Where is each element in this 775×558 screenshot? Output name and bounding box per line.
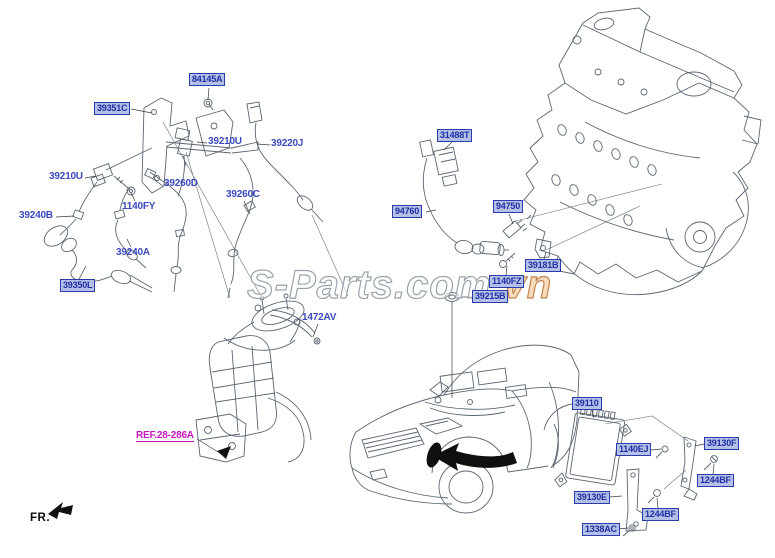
- part-label-31488t[interactable]: 31488T: [437, 129, 473, 142]
- location-mark: [426, 442, 442, 468]
- part-label-39130e[interactable]: 39130E: [574, 491, 610, 504]
- fr-arrow-icon: [48, 502, 73, 519]
- part-label-1140fy[interactable]: 1140FY: [122, 201, 156, 212]
- part-label-39210u-left[interactable]: 39210U: [49, 171, 83, 182]
- part-label-94760[interactable]: 94760: [392, 205, 423, 218]
- part-label-1244bf-lower[interactable]: 1244BF: [642, 508, 679, 521]
- construction-lines: [162, 121, 689, 490]
- part-label-39350l[interactable]: 39350L: [60, 279, 96, 292]
- engine-drawing: [523, 7, 762, 295]
- part-label-39240b[interactable]: 39240B: [19, 210, 53, 221]
- part-label-1140ej[interactable]: 1140EJ: [616, 443, 652, 456]
- part-label-39110[interactable]: 39110: [572, 397, 602, 410]
- wiring-harness-drawing: [59, 97, 324, 299]
- part-label-39210u-top[interactable]: 39210U: [208, 136, 242, 147]
- part-label-1244bf-upper[interactable]: 1244BF: [697, 474, 734, 487]
- location-arrow-icon: [433, 443, 517, 471]
- part-label-39220j[interactable]: 39220J: [271, 138, 304, 149]
- catalytic-converter-drawing: [195, 293, 321, 463]
- part-label-39351c[interactable]: 39351C: [94, 102, 131, 115]
- part-label-1472av[interactable]: 1472AV: [302, 312, 337, 323]
- part-label-39181b[interactable]: 39181B: [525, 259, 562, 272]
- part-label-1140fz[interactable]: 1140FZ: [489, 275, 525, 288]
- ecu-drawing: [554, 406, 718, 537]
- part-label-39260c[interactable]: 39260C: [226, 189, 260, 200]
- crank-sensor-drawing: [419, 139, 552, 302]
- reference-link[interactable]: REF.28-286A: [136, 430, 194, 442]
- pointer-arrows: [48, 442, 517, 519]
- part-label-84145a[interactable]: 84145A: [189, 73, 226, 86]
- part-label-39215b[interactable]: 39215B: [472, 290, 509, 303]
- vehicle-drawing: [349, 344, 580, 514]
- part-label-39260d[interactable]: 39260D: [164, 178, 198, 189]
- oxygen-sensor-drawing: [43, 225, 153, 293]
- fr-direction-label: FR.: [30, 512, 51, 524]
- ref-arrow-icon: [217, 446, 231, 459]
- part-label-94750[interactable]: 94750: [493, 200, 524, 213]
- leader-lines: [55, 87, 715, 530]
- part-label-39130f[interactable]: 39130F: [704, 437, 740, 450]
- part-label-1338ac[interactable]: 1338AC: [582, 523, 620, 536]
- part-label-39240a[interactable]: 39240A: [116, 247, 150, 258]
